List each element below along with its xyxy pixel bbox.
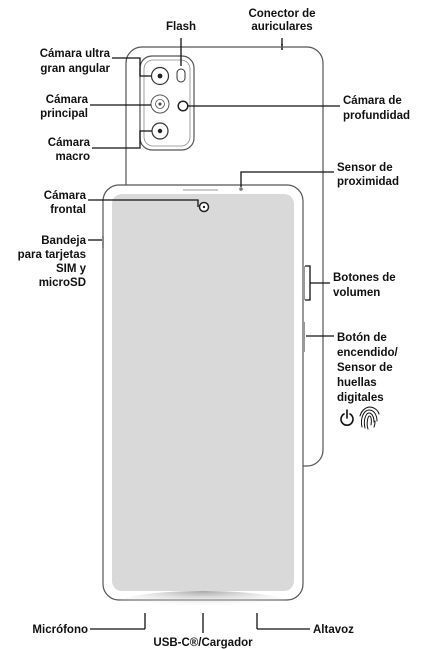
label-speaker: Altavoz	[313, 624, 354, 636]
label-front-1: Cámara	[44, 190, 87, 202]
label-power-1: Botón de	[337, 332, 387, 344]
label-usbc: USB-C®/Cargador	[153, 637, 253, 649]
label-headphone-1: Conector de	[248, 8, 315, 20]
label-sim-3: SIM y	[56, 263, 87, 275]
depth-camera	[177, 100, 189, 112]
camera-module	[139, 55, 195, 151]
label-main-2: principal	[40, 108, 88, 120]
leader-lines	[88, 38, 340, 633]
label-depth-2: profundidad	[343, 110, 410, 122]
power-button	[302, 322, 305, 352]
label-volume-1: Botones de	[333, 272, 396, 284]
label-macro-1: Cámara	[48, 137, 91, 149]
label-macro-2: macro	[55, 151, 90, 163]
label-ultrawide-2: gran angular	[40, 63, 110, 75]
fingerprint-icon	[359, 406, 380, 430]
power-icon	[340, 409, 354, 426]
label-headphone-2: auriculares	[251, 21, 312, 33]
label-volume-2: volumen	[333, 287, 380, 299]
label-sim-1: Bandeja	[41, 235, 86, 247]
label-flash: Flash	[166, 21, 196, 33]
volume-buttons	[302, 266, 305, 300]
label-power-3: Sensor de	[337, 362, 393, 374]
display-screen	[112, 194, 294, 591]
label-microphone: Micrófono	[32, 624, 88, 636]
label-depth-1: Cámara de	[343, 95, 402, 107]
label-proximity-1: Sensor de	[337, 162, 393, 174]
label-power-5: digitales	[337, 392, 384, 404]
label-power-2: encendido/	[337, 347, 399, 359]
label-sim-2: para tarjetas	[18, 249, 86, 261]
label-main-1: Cámara	[46, 94, 89, 106]
flash-light	[176, 68, 186, 83]
label-ultrawide-1: Cámara ultra	[40, 48, 111, 60]
label-front-2: frontal	[50, 204, 86, 216]
label-sim-4: microSD	[39, 277, 86, 289]
proximity-sensor	[239, 187, 243, 191]
label-power-4: huellas	[337, 377, 377, 389]
label-proximity-2: proximidad	[337, 176, 399, 188]
bottom-shadow	[118, 591, 288, 615]
